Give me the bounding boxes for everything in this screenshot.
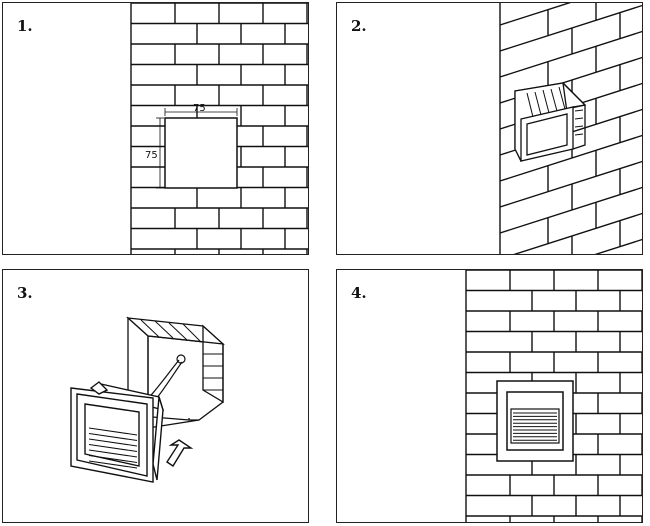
step-2-panel: 2. [336, 2, 643, 255]
light-grille [513, 412, 557, 441]
width-dimension [164, 108, 238, 116]
box-fins [140, 319, 223, 391]
height-dimension [156, 117, 164, 189]
insert-arrow-icon [166, 439, 194, 467]
width-dimension-label: 75 [193, 103, 206, 114]
installed-light-drawing [465, 270, 642, 522]
step-3-panel: 3. [2, 269, 309, 523]
brick-wall [465, 270, 642, 522]
step-number: 4. [351, 284, 367, 302]
light-lens [510, 408, 560, 444]
step-1-panel: 75 75 1. [2, 2, 309, 255]
light-connection-drawing [70, 316, 225, 483]
step-light-fixture [70, 381, 165, 483]
wall-cutout-drawing: 75 75 [130, 3, 308, 254]
wall-opening [164, 117, 238, 189]
height-dimension-label: 75 [145, 150, 158, 161]
box-fins [526, 86, 584, 136]
light-grille [88, 427, 138, 469]
mounting-box [514, 82, 587, 162]
step-number: 3. [17, 284, 33, 302]
step-number: 2. [351, 17, 367, 35]
step-number: 1. [17, 17, 33, 35]
box-inserted-drawing [499, 3, 642, 254]
step-4-panel: 4. [336, 269, 643, 523]
